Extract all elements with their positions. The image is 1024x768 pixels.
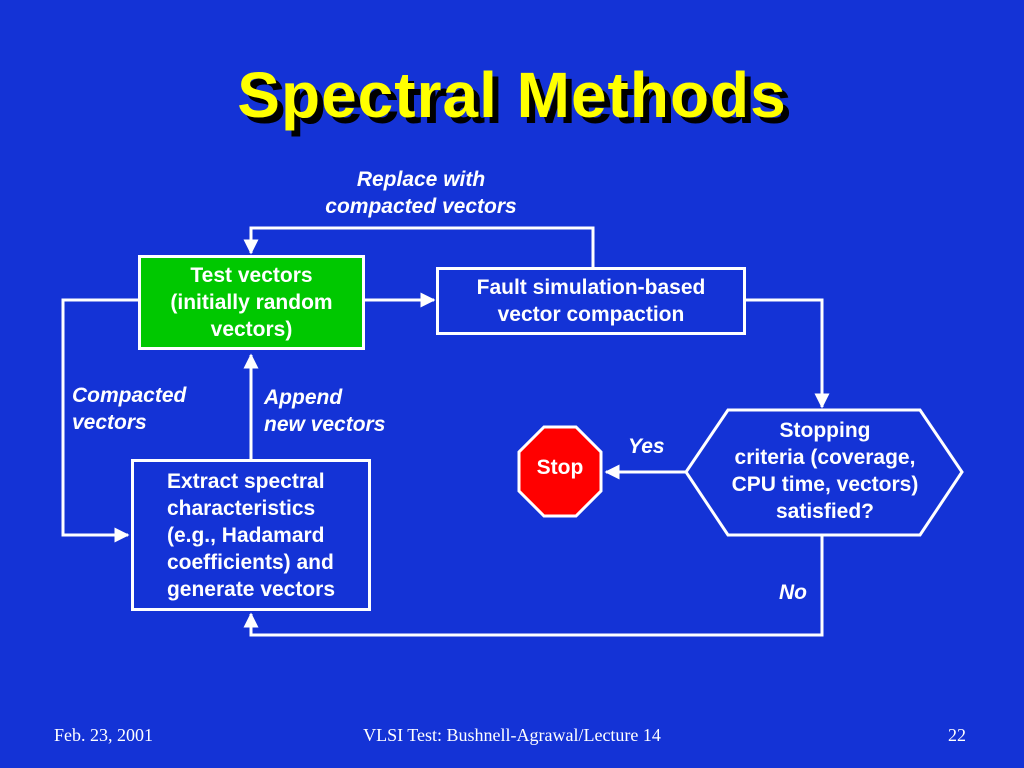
stopping-criteria-shape <box>684 408 964 537</box>
arrow-no <box>243 535 824 637</box>
stop-sign-label: Stop <box>536 456 584 479</box>
arrow-compacted <box>61 298 138 543</box>
replace-label: Replace with compacted vectors <box>325 168 517 218</box>
footer-course: VLSI Test: Bushnell-Agrawal/Lecture 14 <box>363 725 661 745</box>
slide-title: Spectral Methods <box>237 59 787 131</box>
append-label: Append new vectors <box>264 386 386 436</box>
footer-date: Feb. 23, 2001 <box>54 725 153 745</box>
fault-simulation-text: Fault simulation-based vector compaction <box>476 276 706 326</box>
stopping-criteria-text: Stopping criteria (coverage, CPU time, v… <box>731 419 919 523</box>
footer-page-number: 22 <box>948 725 966 745</box>
arrow-replace-loop <box>243 226 595 268</box>
stop-sign-shape <box>517 425 603 518</box>
extract-spectral-box: Extract spectral characteristics (e.g., … <box>131 459 371 611</box>
yes-label: Yes <box>628 435 665 458</box>
stopping-criteria-box: Stopping criteria (coverage, CPU time, v… <box>690 415 960 527</box>
compacted-label: Compacted vectors <box>72 384 187 434</box>
extract-spectral-text: Extract spectral characteristics (e.g., … <box>166 469 336 601</box>
test-vectors-text: Test vectors (initially random vectors) <box>170 264 333 341</box>
arrow-fault-to-criteria <box>746 298 830 409</box>
no-label: No <box>779 581 807 604</box>
test-vectors-box: Test vectors (initially random vectors) <box>138 255 365 350</box>
fault-simulation-box: Fault simulation-based vector compaction <box>436 267 746 335</box>
